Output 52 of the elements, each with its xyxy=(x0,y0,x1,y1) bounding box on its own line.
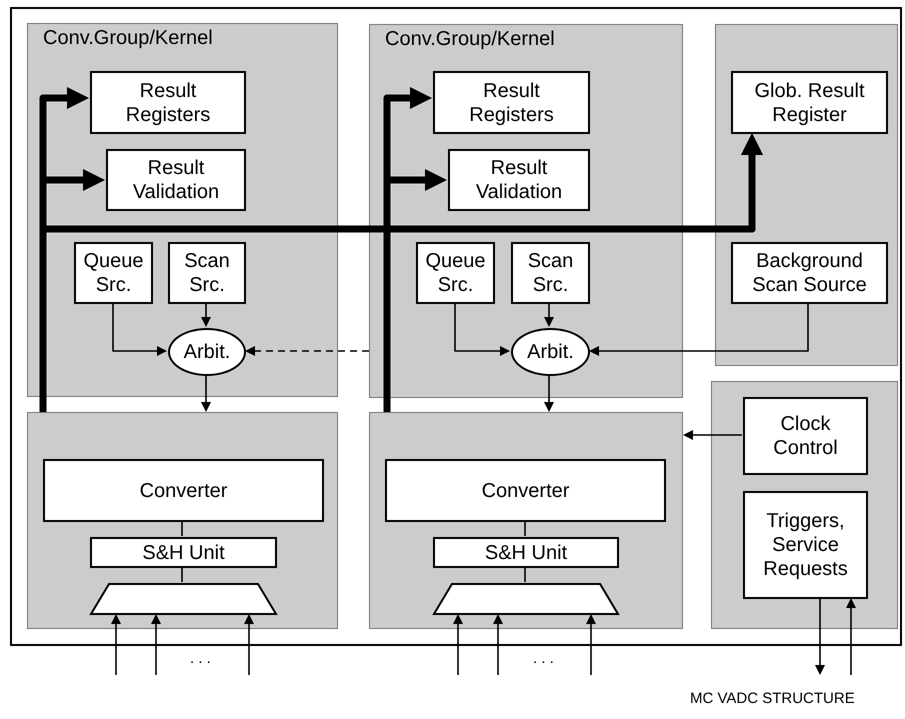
block-box: Queue Src. xyxy=(74,242,153,304)
group-title: Conv.Group/Kernel xyxy=(43,27,213,50)
group-panel xyxy=(27,23,338,397)
ellipsis-label: . . . xyxy=(190,650,211,667)
arrow xyxy=(151,614,161,675)
arrow xyxy=(454,303,510,356)
arrow xyxy=(493,614,503,675)
panel xyxy=(27,412,338,629)
connector-line xyxy=(181,567,183,582)
block-box: Converter xyxy=(43,459,324,522)
block-box: Result Validation xyxy=(448,149,590,211)
arrow xyxy=(589,303,809,356)
arrow xyxy=(544,303,554,327)
block-box: Scan Src. xyxy=(511,242,590,304)
arbiter-ellipse: Arbit. xyxy=(168,328,246,376)
block-box: Background Scan Source xyxy=(731,242,888,304)
arrow xyxy=(846,598,856,675)
arrow xyxy=(112,303,167,356)
block-box: S&H Unit xyxy=(433,537,619,568)
arrow xyxy=(245,346,369,356)
connector-line xyxy=(524,567,526,582)
arrow xyxy=(453,614,463,675)
panel xyxy=(711,381,898,629)
multiplexer-trapezoid xyxy=(433,583,619,615)
arrow xyxy=(815,598,825,675)
arrow xyxy=(201,375,211,412)
multiplexer-trapezoid xyxy=(90,583,277,615)
arrow xyxy=(683,430,742,440)
block-box: S&H Unit xyxy=(90,537,277,568)
block-box: Result Registers xyxy=(90,71,246,134)
arrow xyxy=(201,303,211,327)
block-box: Glob. Result Register xyxy=(731,71,888,134)
arrow xyxy=(586,614,596,675)
figure-label: MC VADC STRUCTURE xyxy=(690,690,855,707)
arrow xyxy=(111,614,121,675)
block-box: Result Validation xyxy=(106,149,246,211)
group-title: Conv.Group/Kernel xyxy=(385,28,555,51)
block-box: Triggers, Service Requests xyxy=(743,491,868,599)
arrow xyxy=(544,375,554,412)
block-box: Result Registers xyxy=(433,71,590,134)
panel xyxy=(715,24,898,366)
arrow xyxy=(244,614,254,675)
block-box: Clock Control xyxy=(743,397,868,475)
block-box: Scan Src. xyxy=(168,242,246,304)
connector-line xyxy=(181,521,183,536)
block-box: Converter xyxy=(385,459,666,522)
group-panel xyxy=(369,24,683,398)
block-box: Queue Src. xyxy=(416,242,495,304)
connector-line xyxy=(524,521,526,536)
ellipsis-label: . . . xyxy=(533,650,554,667)
panel xyxy=(369,412,683,629)
arbiter-ellipse: Arbit. xyxy=(511,328,590,376)
